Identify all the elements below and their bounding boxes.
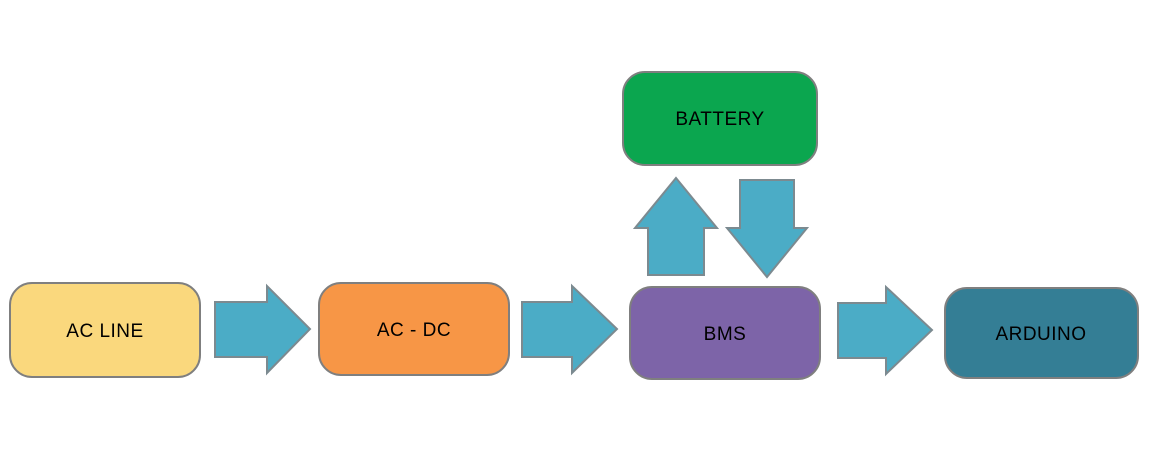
node-ac-line: AC LINE (9, 282, 201, 378)
node-battery-shape (622, 71, 818, 166)
node-arduino-label: ARDUINO (995, 324, 1086, 345)
arrow-ac-line-to-ac-dc-icon (214, 283, 312, 376)
node-battery-label: BATTERY (675, 109, 764, 130)
node-ac-dc-shape (318, 282, 510, 376)
arrow-bms-to-battery-up-icon (632, 176, 720, 276)
node-arduino: ARDUINO (944, 287, 1139, 379)
arrow-ac-dc-to-bms-icon (521, 283, 619, 376)
node-ac-dc-label: AC - DC (377, 320, 451, 341)
node-arduino-shape (944, 287, 1139, 379)
arrow-battery-to-bms-down-icon (724, 179, 810, 279)
node-ac-line-shape (9, 282, 201, 378)
node-bms-label: BMS (704, 324, 747, 345)
node-ac-dc: AC - DC (318, 282, 510, 376)
node-ac-line-label: AC LINE (66, 321, 143, 342)
arrow-bms-to-arduino-icon (837, 284, 934, 377)
node-bms-shape (629, 286, 821, 380)
node-battery: BATTERY (622, 71, 818, 166)
node-bms: BMS (629, 286, 821, 380)
